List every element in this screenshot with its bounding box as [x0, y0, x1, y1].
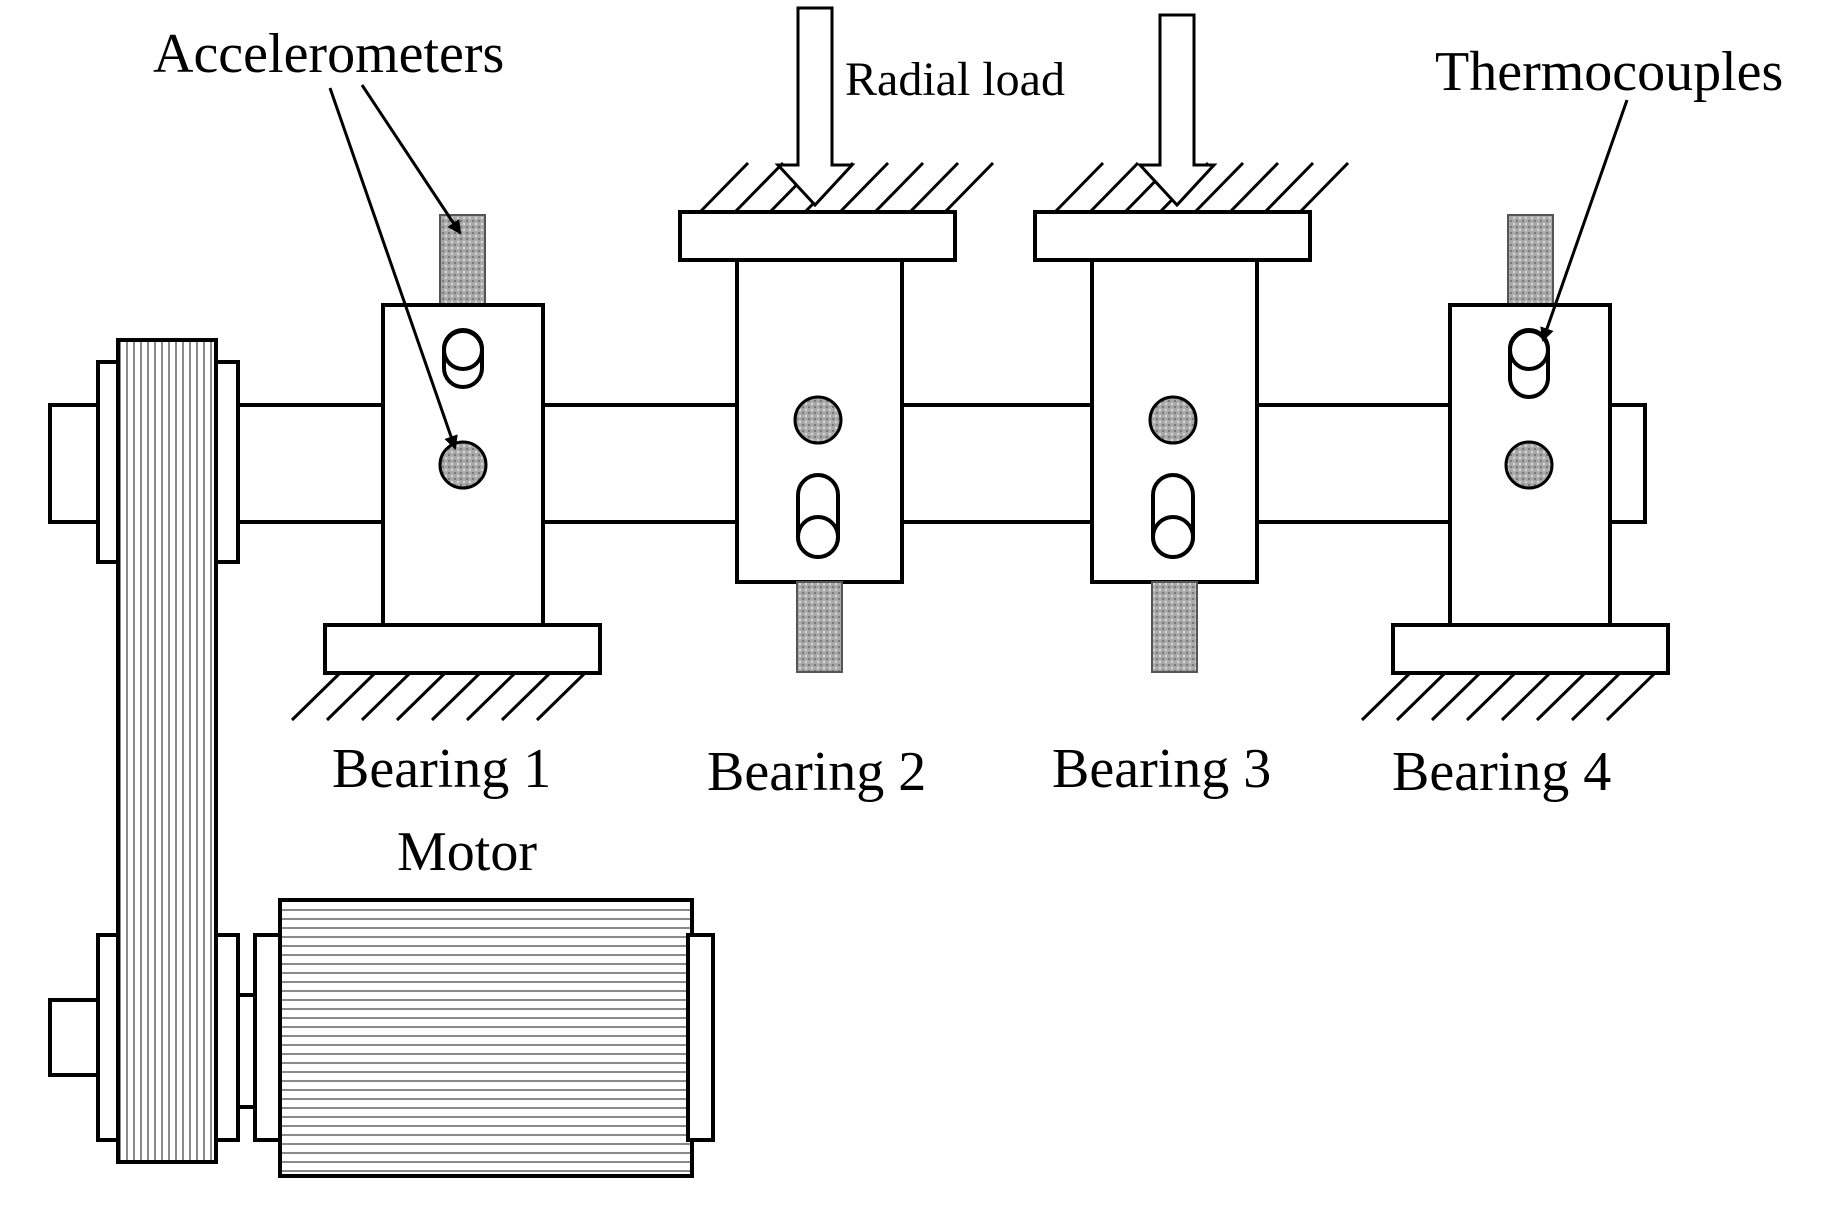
- thermocouples-label: Thermocouples: [1435, 41, 1783, 103]
- accelerometers-leaders: [328, 84, 462, 450]
- accelerometer-bearing-4-side: [1504, 440, 1554, 490]
- thermocouple-bearing-2: [796, 473, 840, 559]
- motor-label: Motor: [397, 821, 537, 883]
- radial-load-label: Radial load: [845, 53, 1065, 106]
- bearing-2: [678, 210, 957, 673]
- bearing-4-label: Bearing 4: [1392, 741, 1611, 803]
- accelerometer-bearing-4-top: [1507, 214, 1554, 306]
- drive-belt: [116, 338, 218, 1164]
- accelerometer-bearing-2-side: [793, 395, 843, 445]
- thermocouple-bearing-1: [442, 328, 484, 389]
- bearing-1-label: Bearing 1: [332, 738, 551, 800]
- bearing-2-label: Bearing 2: [707, 741, 926, 803]
- bearing-3: [1033, 210, 1312, 673]
- ground-hatch-bearing-4: [1360, 671, 1668, 722]
- ground-hatch-bearing-1: [290, 671, 600, 722]
- accelerometers-label: Accelerometers: [153, 23, 504, 85]
- radial-load-arrow-bearing-2: [774, 6, 856, 208]
- accelerometer-bearing-3-side: [1148, 395, 1198, 445]
- bearing-1: [323, 214, 602, 675]
- accelerometer-bearing-3-bottom: [1151, 581, 1198, 673]
- radial-load-arrow-bearing-3: [1136, 13, 1218, 208]
- accelerometer-bearing-2-bottom: [796, 581, 843, 673]
- bearing-3-label: Bearing 3: [1052, 738, 1271, 800]
- thermocouple-bearing-3: [1151, 473, 1195, 559]
- bearing-4: [1391, 214, 1670, 675]
- thermocouples-leader: [1540, 99, 1629, 342]
- thermocouple-bearing-4: [1508, 328, 1550, 399]
- motor: [236, 898, 715, 1178]
- accelerometer-bearing-1-top: [439, 214, 486, 306]
- accelerometer-bearing-1-side: [438, 440, 488, 490]
